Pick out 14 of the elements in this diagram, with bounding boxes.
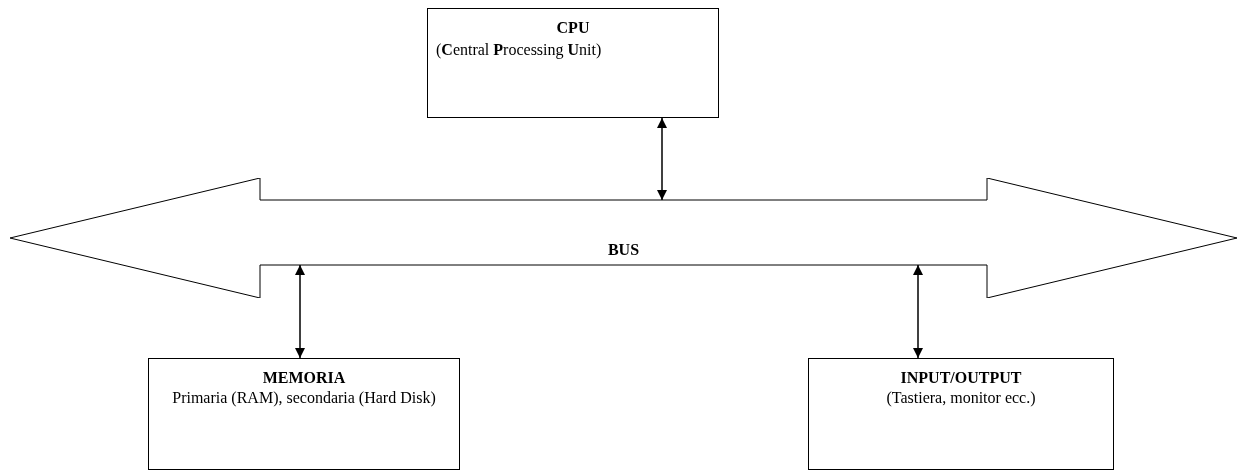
bus-double-arrow: [10, 178, 1237, 298]
process-box: [427, 8, 719, 118]
description: (Tastiera, monitor ecc.): [886, 389, 1036, 407]
process-box: [808, 358, 1114, 470]
heading: BUS: [607, 241, 640, 259]
heading: CPU: [556, 19, 590, 37]
heading: INPUT/OUTPUT: [900, 369, 1022, 387]
heading: MEMORIA: [262, 369, 346, 387]
double-arrow: [657, 117, 667, 201]
process-box: [148, 358, 460, 470]
description: Primaria (RAM), secondaria (Hard Disk): [172, 389, 436, 407]
double-arrow: [295, 264, 305, 359]
double-arrow: [913, 264, 923, 359]
description: (Central Processing Unit): [436, 41, 602, 59]
